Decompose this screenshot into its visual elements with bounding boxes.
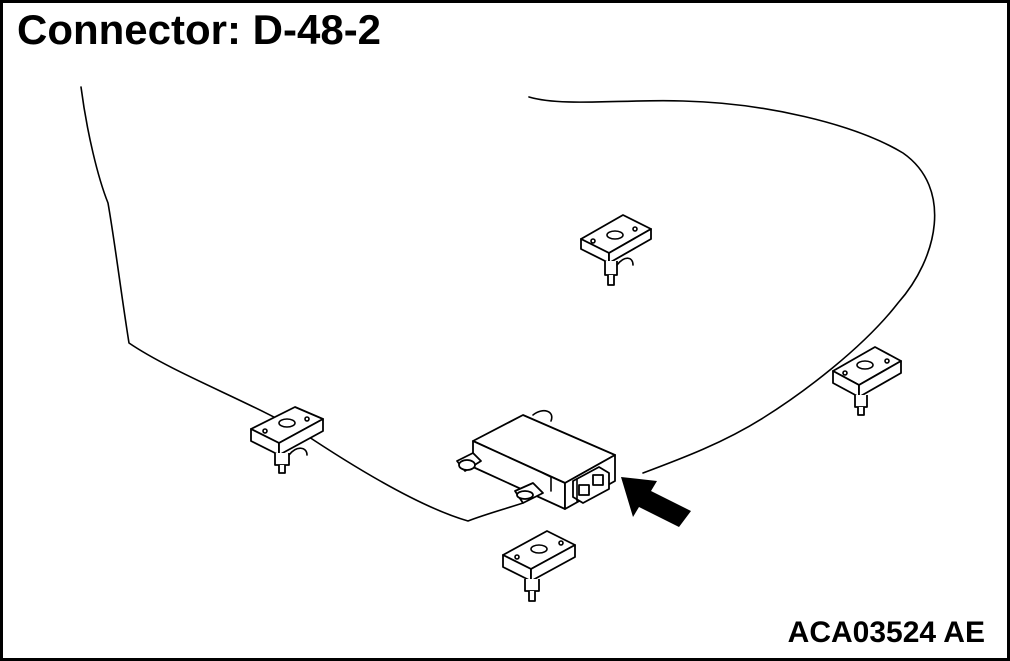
seat-bracket-top [580, 214, 652, 286]
arrow-icon [621, 477, 691, 527]
floor-outline-right [528, 96, 936, 474]
figure-code: ACA03524 AE [787, 616, 985, 649]
floor-outline [80, 86, 524, 522]
diagram-title: Connector: D-48-2 [17, 6, 382, 53]
control-unit [456, 409, 616, 510]
seat-bracket-left [250, 406, 324, 474]
connector-location-illustration [80, 86, 936, 602]
seat-bracket-right [832, 346, 902, 416]
seat-bracket-bottom [502, 530, 576, 602]
